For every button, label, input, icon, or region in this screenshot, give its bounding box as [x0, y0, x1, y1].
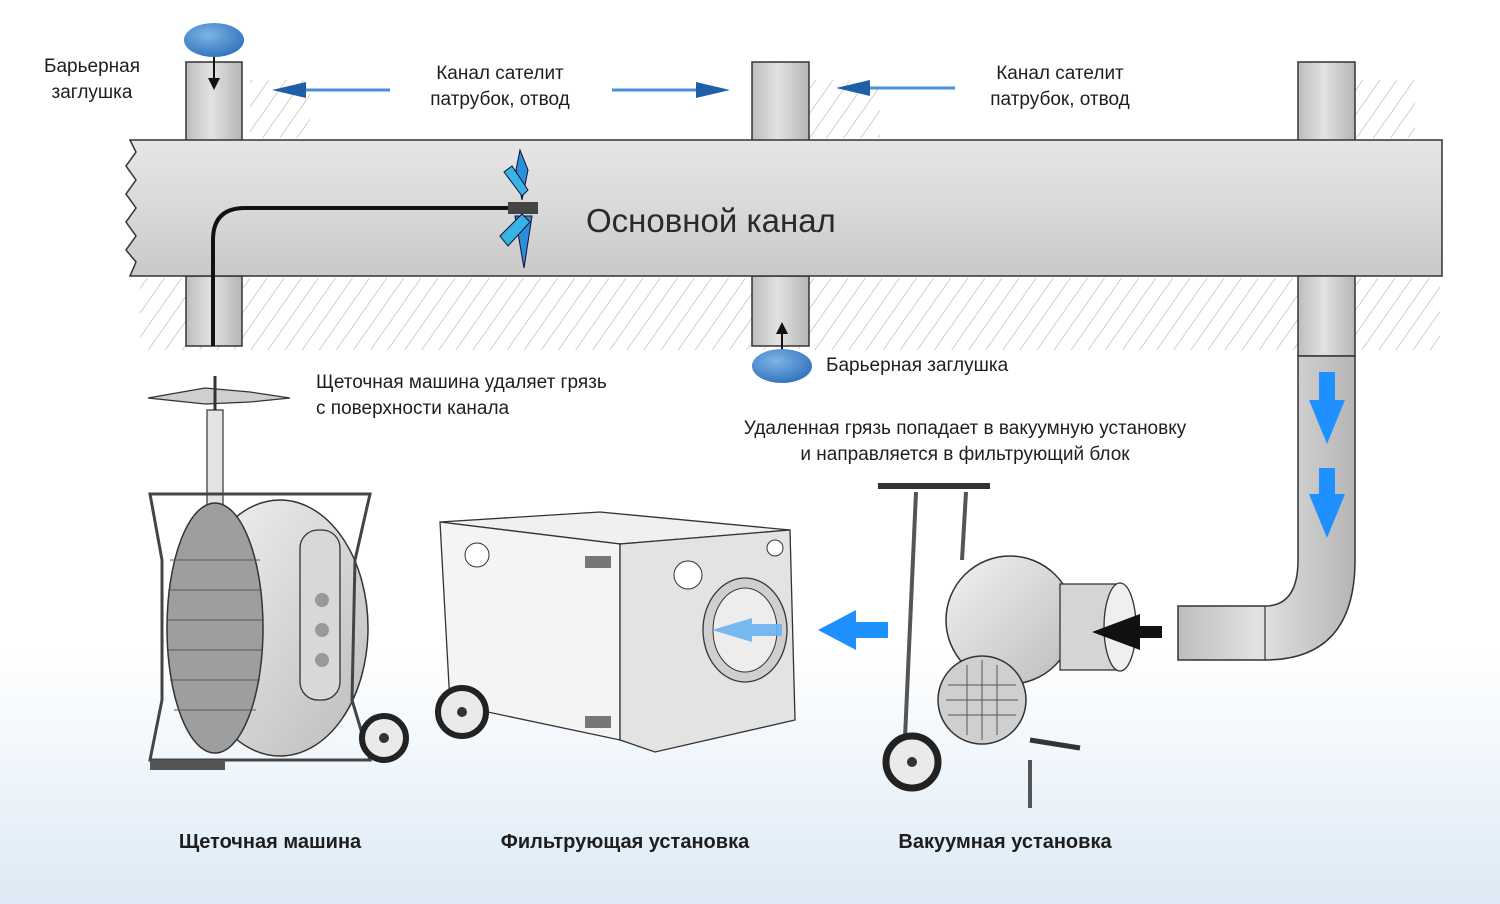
satellite-pipe-middle: [751, 61, 810, 347]
brush-machine-note: Щеточная машина удаляет грязь с поверхно…: [316, 372, 607, 419]
brush-head-icon: [499, 148, 538, 269]
main-channel-label: Основной канал: [586, 202, 836, 239]
brush-cable: [211, 206, 510, 346]
arrow-left-icon: [836, 80, 955, 96]
flow-down-arrow-2: [1309, 468, 1345, 538]
vacuum-unit-icon: [878, 483, 1137, 808]
intake-arrow-icon: [1092, 614, 1162, 650]
flow-down-arrow-1: [1309, 372, 1345, 444]
brush-machine-icon: [147, 376, 409, 770]
filter-unit-icon: [435, 511, 796, 753]
barrier-plug-top-icon: [184, 23, 244, 90]
vacuum-flow-note: Удаленная грязь попадает в вакуумную уст…: [743, 418, 1187, 465]
barrier-plug-bottom-label: Барьерная заглушка: [826, 355, 1009, 376]
vacuum-unit-caption: Вакуумная установка: [898, 831, 1112, 853]
barrier-plug-top-label: Барьерная заглушка: [44, 56, 140, 103]
satellite-channel-right-label: Канал сателит патрубок, отвод: [990, 63, 1130, 110]
exhaust-pipe: [1177, 275, 1356, 661]
satellite-pipe-right: [1297, 61, 1356, 143]
brush-machine-caption: Щеточная машина: [178, 831, 362, 853]
arrow-left-icon: [272, 82, 390, 98]
arrow-right-icon: [612, 82, 730, 98]
satellite-channel-left-label: Канал сателит патрубок, отвод: [430, 63, 570, 110]
barrier-plug-bottom-icon: [752, 322, 812, 383]
flow-left-arrow-icon: [818, 610, 888, 650]
filter-unit-caption: Фильтрующая установка: [500, 831, 750, 853]
main-channel-pipe: [125, 139, 1443, 277]
